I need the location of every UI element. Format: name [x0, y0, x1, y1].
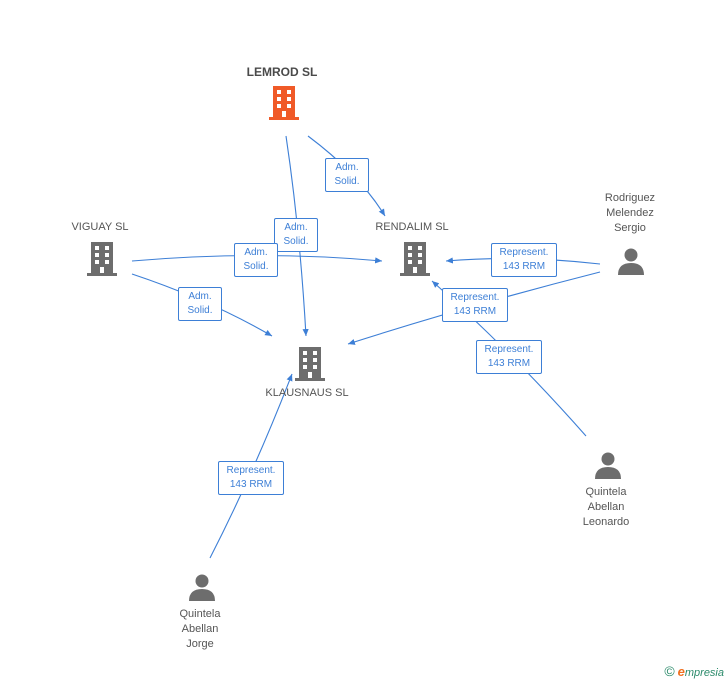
edge-label-viguay-klausnaus: Adm. Solid. — [178, 287, 222, 321]
person-icon — [189, 574, 215, 601]
edge-label-leonardo-rendalim: Represent. 143 RRM — [476, 340, 542, 374]
edge-label-rodriguez-klausnaus: Represent. 143 RRM — [442, 288, 508, 322]
copyright-icon: © — [664, 663, 675, 679]
edge-label-viguay-rendalim: Adm. Solid. — [234, 243, 278, 277]
node-viguay-label[interactable]: VIGUAY SL — [71, 221, 129, 233]
empresia-logo[interactable]: ©empresia — [664, 663, 724, 679]
edge-label-lemrod-klausnaus: Adm. Solid. — [274, 218, 318, 252]
node-quintela-jorge-label[interactable]: Quintela Abellan Jorge — [179, 608, 221, 650]
node-lemrod-label[interactable]: LEMROD SL — [246, 65, 318, 79]
person-icon — [618, 248, 644, 275]
edge-label-rodriguez-rendalim: Represent. 143 RRM — [491, 243, 557, 277]
node-quintela-leonardo-label[interactable]: Quintela Abellan Leonardo — [582, 486, 630, 528]
edge-label-lemrod-rendalim: Adm. Solid. — [325, 158, 369, 192]
brand-name: mpresia — [684, 667, 724, 679]
building-icon — [87, 242, 117, 276]
building-icon — [400, 242, 430, 276]
person-icon — [595, 452, 621, 479]
building-icon — [269, 86, 299, 120]
brand-initial: e — [677, 664, 685, 679]
node-rodriguez-label[interactable]: Rodriguez Melendez Sergio — [604, 192, 656, 234]
node-rendalim-label[interactable]: RENDALIM SL — [375, 221, 449, 233]
edge-label-jorge-klausnaus: Represent. 143 RRM — [218, 461, 284, 495]
node-klausnaus-label[interactable]: KLAUSNAUS SL — [265, 387, 349, 399]
building-icon — [295, 347, 325, 381]
